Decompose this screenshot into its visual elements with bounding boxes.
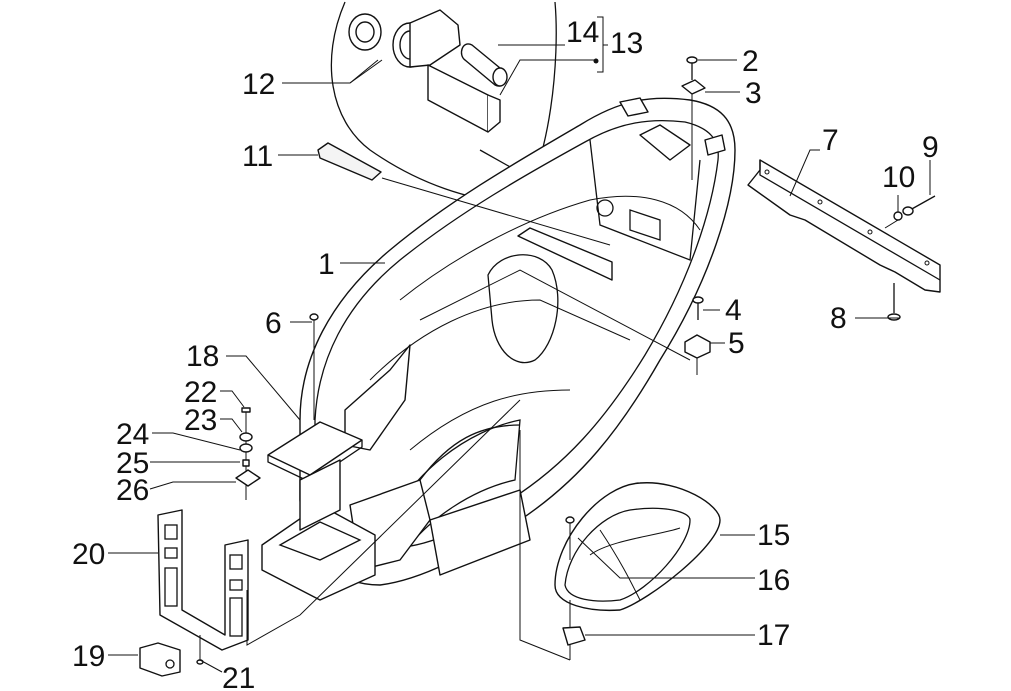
bolt-9-part [902, 195, 936, 216]
inset-cover-part [427, 64, 501, 133]
callout-2: 2 [742, 45, 759, 78]
clip-nut-3-part [681, 79, 706, 180]
callout-17: 17 [757, 619, 790, 652]
screw-4-part [692, 296, 704, 320]
clamp-part [139, 642, 181, 677]
cover-plug-part [317, 142, 382, 181]
callout-13: 13 [610, 27, 643, 60]
callout-9: 9 [922, 131, 939, 164]
callout-3: 3 [745, 77, 762, 110]
callout-6: 6 [265, 307, 282, 340]
callout-5: 5 [728, 327, 745, 360]
callout-10: 10 [882, 161, 915, 194]
callout-1: 1 [318, 248, 335, 281]
screw-6-part [309, 313, 319, 420]
compartment-lid-part [554, 482, 721, 612]
power-socket-part [348, 9, 461, 68]
callout-14: 14 [566, 16, 599, 49]
leader-lines [108, 16, 931, 673]
callout-20: 20 [72, 538, 105, 571]
callout-18: 18 [186, 340, 219, 373]
clip-nut-5-part [684, 334, 711, 375]
helmet-compartment-part [299, 97, 736, 586]
clip-nut-17-part [562, 600, 586, 660]
bracket-group-dot [593, 58, 599, 64]
angle-bracket-part [747, 159, 941, 293]
screw-16-part [565, 516, 575, 560]
callout-21: 21 [222, 662, 255, 691]
callout-11: 11 [242, 140, 273, 173]
battery-strap-part [157, 509, 249, 651]
callout-7: 7 [822, 124, 839, 157]
screw-2-part [686, 56, 698, 80]
callout-15: 15 [757, 519, 790, 552]
battery-box-part [261, 459, 376, 601]
screw-8-part [887, 283, 901, 321]
fastener-stack-part [235, 407, 261, 500]
callout-26: 26 [116, 474, 149, 507]
fuse-part [460, 43, 508, 87]
callout-23: 23 [184, 404, 217, 437]
callout-4: 4 [725, 294, 742, 327]
callout-25: 25 [116, 447, 149, 480]
callout-12: 12 [242, 68, 275, 101]
washer-10-part [884, 211, 903, 229]
callout-labels: 1 2 3 4 5 6 7 8 9 10 11 12 13 14 15 16 1… [72, 16, 939, 691]
callout-19: 19 [72, 640, 105, 673]
callout-16: 16 [757, 564, 790, 597]
callout-24: 24 [116, 418, 149, 451]
callout-8: 8 [830, 302, 847, 335]
callout-22: 22 [184, 376, 217, 409]
